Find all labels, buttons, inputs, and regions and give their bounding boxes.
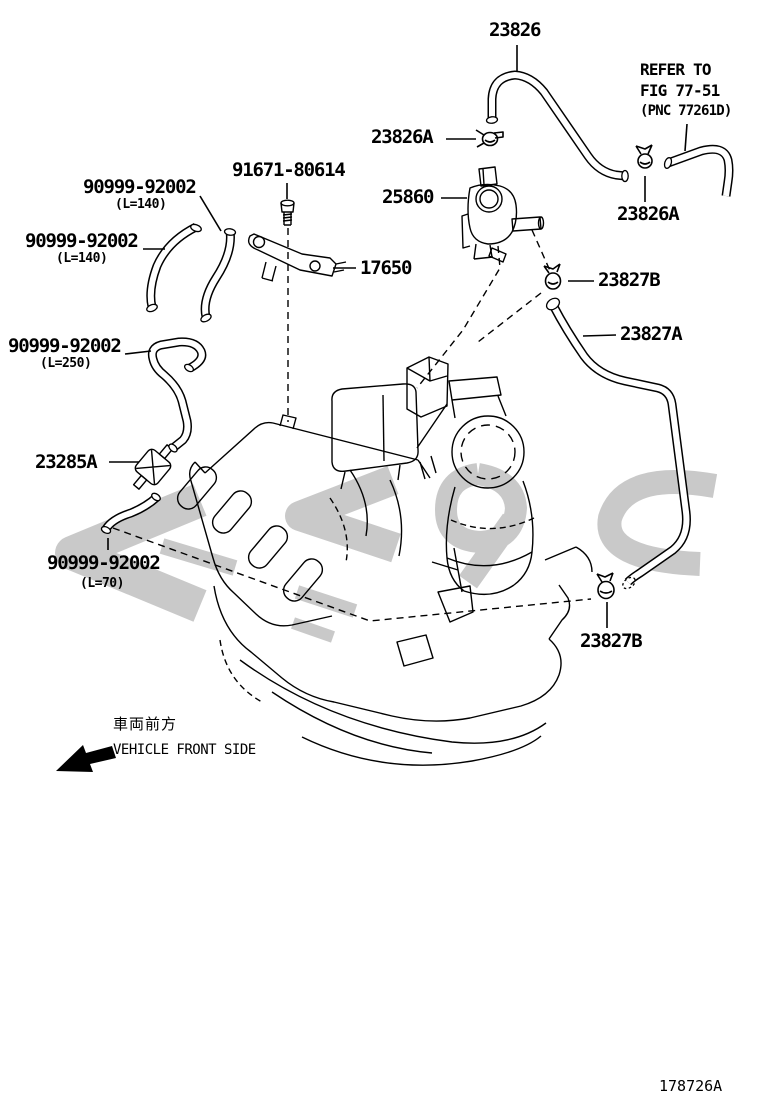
engine-assembly-drawing — [176, 356, 593, 766]
bolt-drawing — [280, 199, 295, 226]
dashed-leader-lines — [112, 228, 592, 622]
orientation-label-jp: 車両前方 — [113, 715, 178, 733]
label-leader-lines — [107, 45, 688, 628]
label-90999-bottom: 90999-92002 — [47, 552, 161, 574]
clamp-23826a-top-drawing — [475, 129, 504, 148]
label-90999-top-len: (L=140) — [115, 197, 167, 212]
label-refer-note: REFER TO FIG 77-51 (PNC 77261D) — [640, 59, 732, 122]
label-90999-mid: 90999-92002 — [8, 335, 122, 357]
hose-clamps — [475, 129, 653, 600]
refer-note-line3: (PNC 77261D) — [640, 103, 732, 119]
refer-note-line2: FIG 77-51 — [640, 81, 720, 100]
label-23826a-right: 23826A — [617, 203, 680, 225]
label-90999-left-len: (L=140) — [56, 251, 108, 266]
label-23827b-lower: 23827B — [580, 630, 643, 652]
figure-code: 178726A — [659, 1077, 723, 1095]
label-25860: 25860 — [382, 186, 434, 208]
vacuum-hoses — [100, 70, 734, 590]
label-91671-80614: 91671-80614 — [232, 159, 346, 181]
orientation-label-en: VEHICLE FRONT SIDE — [113, 742, 256, 758]
label-23826: 23826 — [489, 19, 541, 41]
clamp-23827b-upper-drawing — [543, 263, 562, 290]
label-90999-top: 90999-92002 — [83, 176, 197, 198]
label-23827a: 23827A — [620, 323, 683, 345]
label-90999-left: 90999-92002 — [25, 230, 139, 252]
refer-note-line1: REFER TO — [640, 60, 711, 79]
clamp-23827b-lower-drawing — [596, 572, 615, 600]
label-17650: 17650 — [360, 257, 412, 279]
label-23826a-top: 23826A — [371, 126, 434, 148]
label-90999-mid-len: (L=250) — [40, 356, 92, 371]
label-90999-bottom-len: (L=70) — [80, 576, 124, 591]
watermark-logo — [55, 463, 718, 643]
label-23827b-upper: 23827B — [598, 269, 661, 291]
vsv-25860-drawing — [461, 166, 545, 263]
clamp-23826a-right-drawing — [635, 144, 653, 169]
vehicle-front-arrow-icon — [56, 745, 116, 772]
label-23285a: 23285A — [35, 451, 98, 473]
pipe-17650-drawing — [247, 233, 347, 282]
